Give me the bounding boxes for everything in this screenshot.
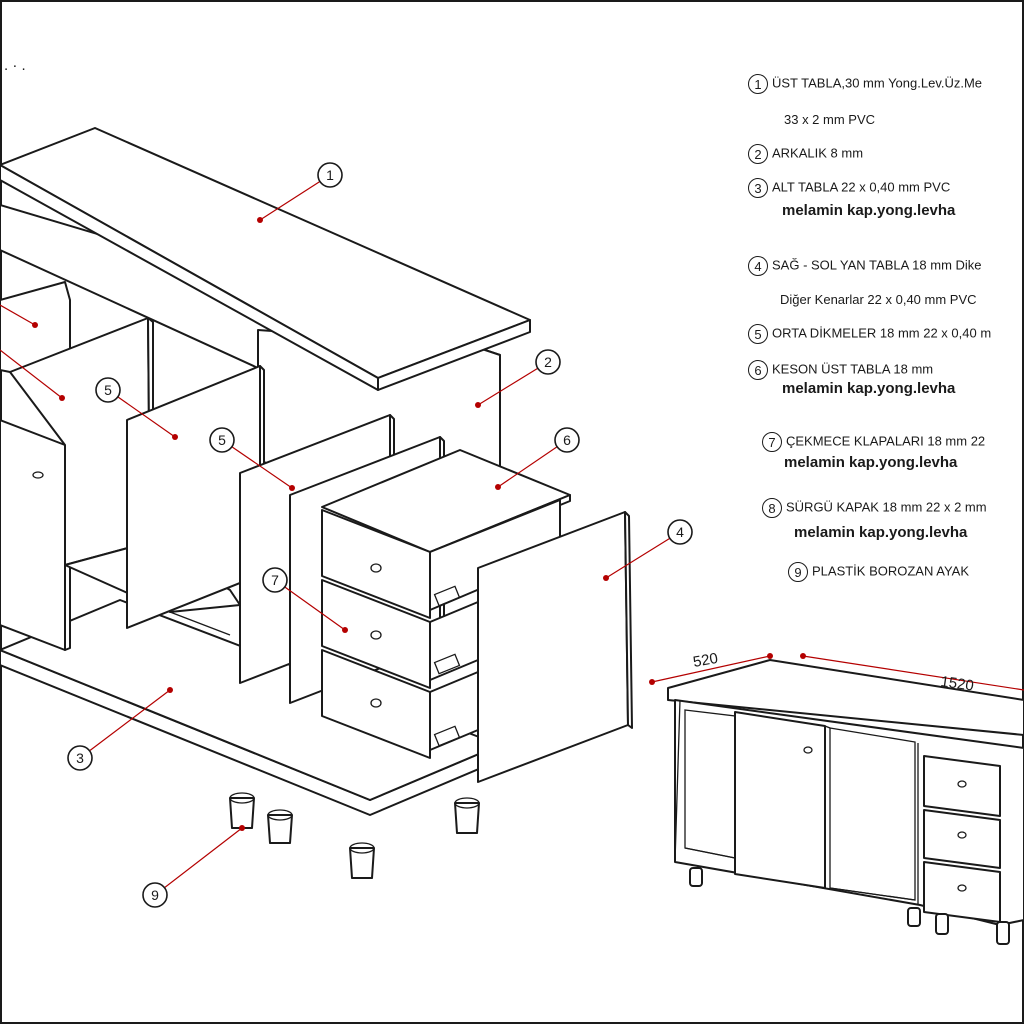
svg-text:2: 2 [544, 354, 552, 370]
callout-1: 1 [317, 162, 343, 188]
svg-text:5: 5 [218, 432, 226, 448]
legend-material-8: melamin kap.yong.levha [794, 524, 968, 541]
legend-sub-1: 33 x 2 mm PVC [784, 112, 876, 127]
drawer-fronts [321, 499, 561, 759]
leader-lines [0, 174, 681, 896]
callout-6: 6 [554, 427, 580, 453]
left-door-panel [0, 419, 71, 651]
right-side-panel [477, 511, 633, 783]
legend-material-7: melamin kap.yong.levha [784, 454, 958, 471]
callout-3: 3 [67, 745, 93, 771]
dimension-depth: 520 [692, 650, 720, 671]
callout-5a: 5 [95, 377, 121, 403]
assembled-view [649, 653, 1024, 945]
legend-sub-4: Diğer Kenarlar 22 x 0,40 mm PVC [780, 292, 977, 307]
callout-5b: 5 [209, 427, 235, 453]
dimension-width: 1520 [939, 673, 974, 694]
callout-2: 2 [535, 349, 561, 375]
legend-material-6: melamin kap.yong.levha [782, 380, 956, 397]
svg-text:1: 1 [326, 167, 334, 183]
svg-text:3: 3 [76, 750, 84, 766]
top-panel [0, 127, 531, 391]
svg-text:5: 5 [104, 382, 112, 398]
callout-9: 9 [142, 882, 168, 908]
corner-mark: . · . [4, 57, 26, 74]
callout-7: 7 [262, 567, 288, 593]
callout-4: 4 [667, 519, 693, 545]
legend-material-3: melamin kap.yong.levha [782, 202, 956, 219]
plastic-feet [229, 792, 480, 879]
svg-text:4: 4 [676, 524, 684, 540]
svg-text:7: 7 [271, 572, 279, 588]
svg-text:9: 9 [151, 887, 159, 903]
svg-text:6: 6 [563, 432, 571, 448]
